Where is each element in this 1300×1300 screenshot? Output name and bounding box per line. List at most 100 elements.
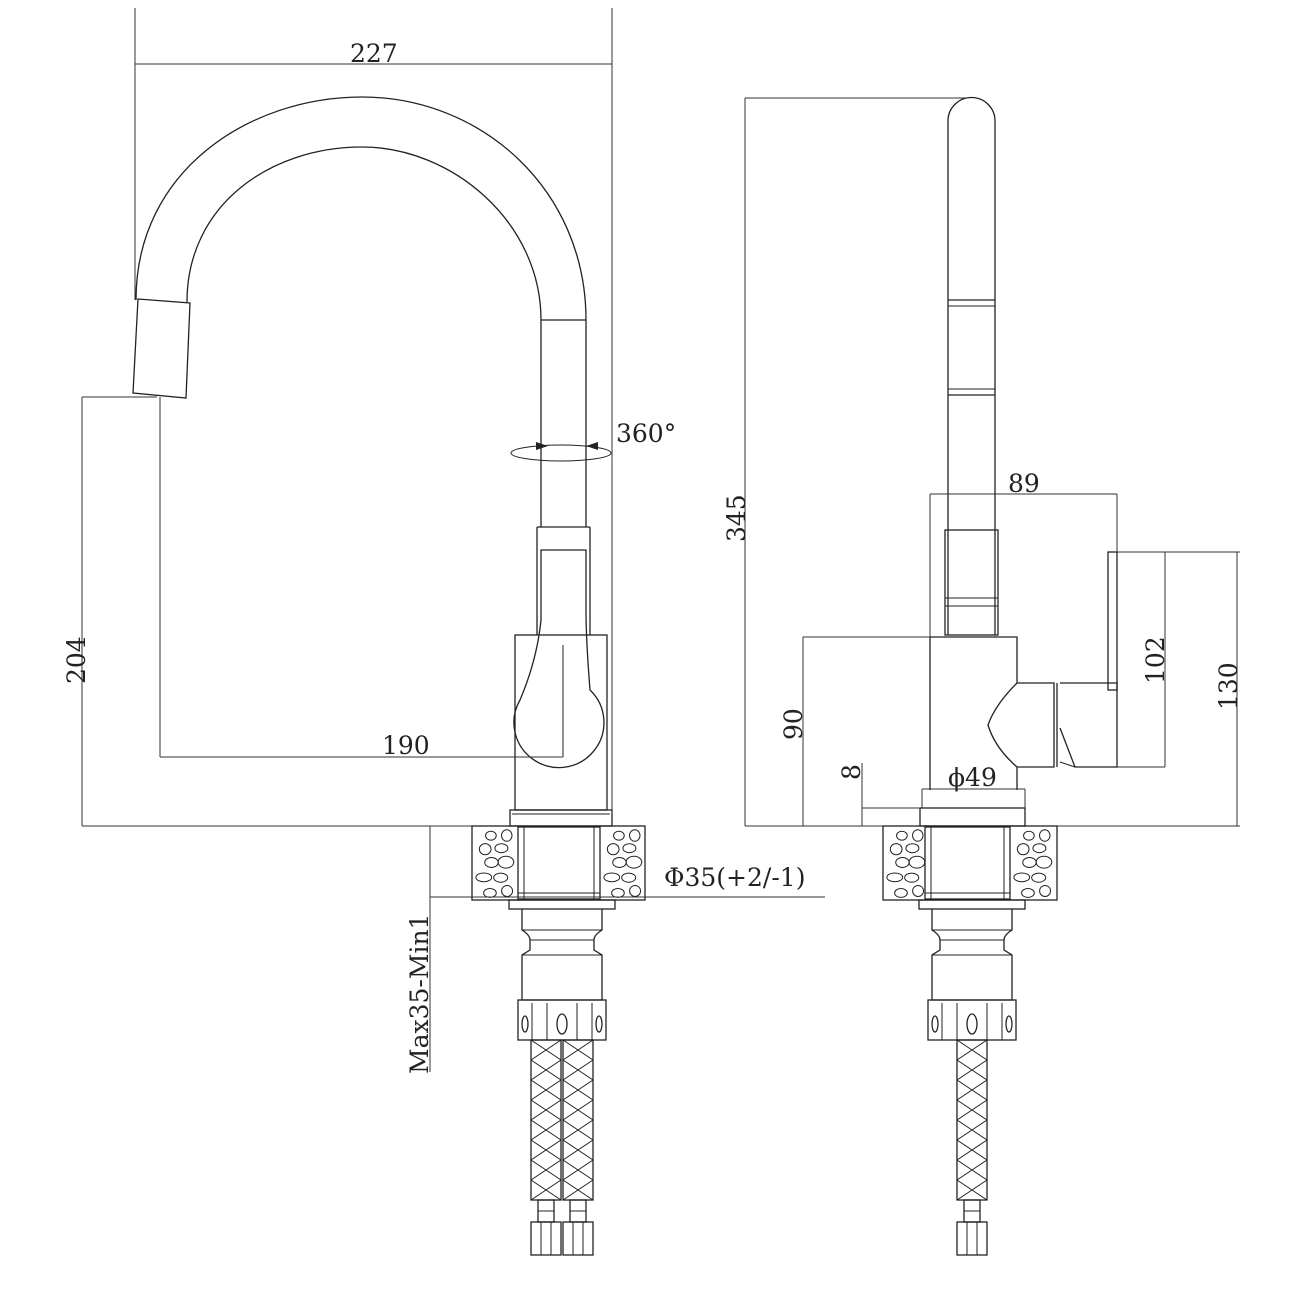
- dimension-label: 90: [779, 708, 808, 740]
- hose-nut: [530, 1221, 562, 1256]
- dimension-label: 227: [350, 39, 398, 68]
- arrow-icon: [586, 442, 598, 450]
- dimension-190: 190: [159, 397, 563, 760]
- underside-fittings: [508, 899, 616, 1256]
- braid: [530, 1159, 562, 1181]
- dimension-49: ϕ49: [921, 763, 1026, 808]
- faucet-body: [509, 527, 613, 827]
- pebble: [611, 887, 625, 898]
- braid: [562, 1119, 594, 1141]
- pebble: [894, 887, 908, 898]
- slot: [521, 1015, 529, 1033]
- pebble: [484, 856, 499, 868]
- braid: [956, 1099, 988, 1121]
- dimension-label: 8: [837, 764, 866, 780]
- handle-lever: [513, 549, 605, 769]
- braid: [956, 1139, 988, 1161]
- braid: [562, 1139, 594, 1161]
- braided-hose: [562, 1039, 594, 1201]
- pebble: [629, 829, 641, 842]
- pebble-hatch: [886, 829, 1053, 898]
- pebble: [621, 872, 637, 883]
- pebble: [889, 843, 903, 856]
- pebble: [1016, 843, 1030, 856]
- braid: [956, 1119, 988, 1141]
- pebble: [912, 829, 924, 842]
- braid: [956, 1159, 988, 1181]
- pebble: [904, 872, 920, 883]
- dimension-345: 345: [722, 97, 1240, 827]
- pebble: [494, 843, 509, 854]
- side-view: 345 89: [722, 96, 1243, 1256]
- pebble: [1023, 830, 1035, 841]
- pebble: [1013, 872, 1031, 883]
- pebble: [1022, 856, 1037, 868]
- pebble: [895, 856, 910, 868]
- dimension-label: 102: [1141, 636, 1170, 684]
- slot: [556, 1013, 568, 1035]
- dimension-label: 190: [382, 731, 430, 760]
- dimension-227: 227: [134, 8, 613, 810]
- braid: [530, 1119, 562, 1141]
- braid: [530, 1079, 562, 1101]
- braid: [562, 1059, 594, 1081]
- pebble: [896, 830, 908, 841]
- dimension-label: ϕ49: [948, 763, 997, 792]
- countertop-section: [471, 825, 646, 901]
- dimension-102: 102: [1117, 551, 1240, 768]
- handle-lever: [1107, 551, 1118, 691]
- slot: [966, 1013, 978, 1035]
- pebble: [912, 884, 925, 898]
- pebble: [886, 872, 904, 883]
- pebble: [478, 843, 492, 856]
- pebble: [485, 830, 497, 841]
- hex-nut: [517, 999, 607, 1041]
- braid: [562, 1159, 594, 1181]
- pebble: [493, 872, 509, 883]
- pebble: [497, 855, 515, 869]
- pebble-hatch: [475, 829, 643, 898]
- slot: [931, 1015, 939, 1033]
- pebble: [908, 855, 926, 869]
- slot: [595, 1015, 603, 1033]
- braid: [956, 1059, 988, 1081]
- braid: [530, 1059, 562, 1081]
- dimension-90: 90: [779, 636, 930, 826]
- braid: [530, 1039, 562, 1061]
- braid: [956, 1179, 988, 1201]
- braided-hose: [956, 1039, 988, 1201]
- braid: [562, 1079, 594, 1101]
- pebble: [603, 872, 621, 883]
- dimension-hole: Φ35(+2/-1): [430, 863, 825, 898]
- pebble: [1039, 829, 1051, 842]
- dimension-label: Φ35(+2/-1): [664, 863, 805, 892]
- braid: [562, 1099, 594, 1121]
- flange: [918, 899, 1026, 910]
- underside-fittings: [918, 899, 1026, 1256]
- dimension-label: Max35-Min1: [405, 914, 434, 1074]
- pebble: [1039, 884, 1052, 898]
- pebble: [475, 872, 493, 883]
- braid: [956, 1039, 988, 1061]
- dimension-130: 130: [1214, 552, 1243, 826]
- rotation-indicator: 360°: [510, 419, 676, 462]
- pebble: [1021, 887, 1035, 898]
- dimension-label: 130: [1214, 662, 1243, 710]
- dimension-8: 8: [837, 763, 920, 826]
- pebble: [612, 856, 627, 868]
- pebble: [501, 884, 514, 898]
- pebble: [1032, 843, 1047, 854]
- braided-hose: [530, 1039, 562, 1201]
- braid: [956, 1079, 988, 1101]
- slot: [1005, 1015, 1013, 1033]
- hose-nut: [956, 1221, 988, 1256]
- dimension-label: 89: [1008, 469, 1040, 498]
- rotation-label: 360°: [616, 419, 676, 448]
- spout-sleeve: [132, 298, 191, 399]
- front-view: 227 360°: [62, 8, 825, 1256]
- pebble: [483, 887, 497, 898]
- hose-nut: [562, 1221, 594, 1256]
- pebble: [1035, 855, 1053, 869]
